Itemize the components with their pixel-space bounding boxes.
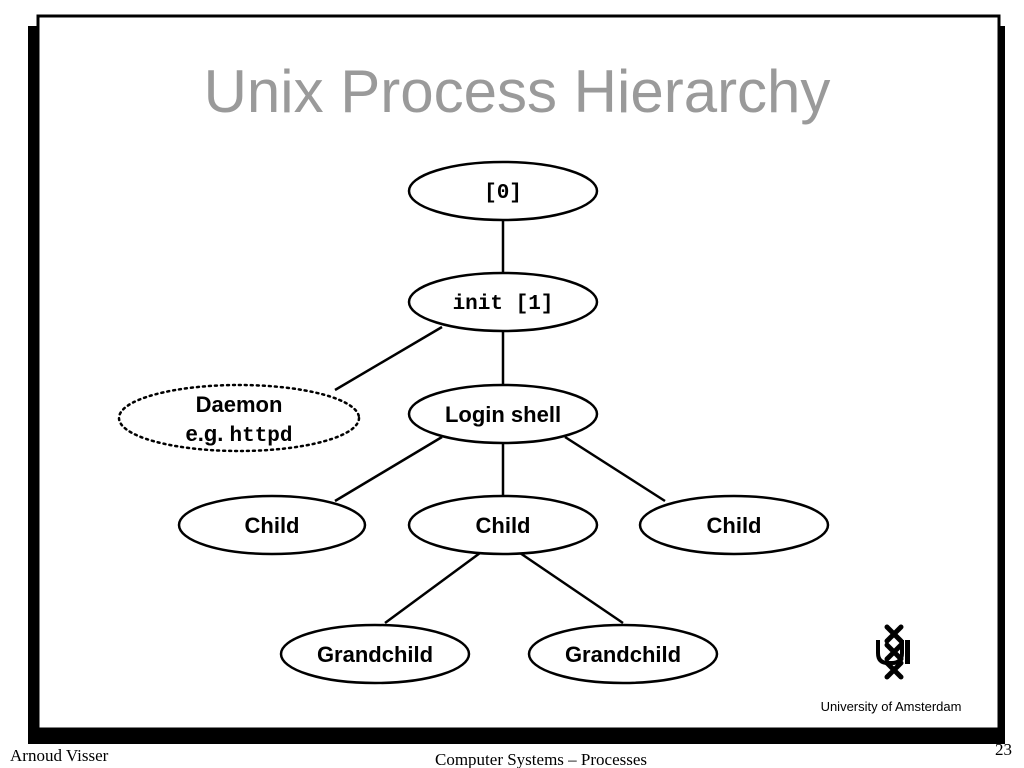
node-daemon-eg: e.g. — [185, 421, 229, 446]
edge-init-daemon — [334, 325, 443, 392]
university-name: University of Amsterdam — [821, 699, 962, 714]
node-daemon-example: e.g. httpd — [185, 421, 292, 448]
node-daemon: Daemon e.g. httpd — [117, 383, 361, 453]
node-init-ellipse — [407, 271, 599, 333]
node-daemon-ellipse — [117, 383, 361, 453]
university-logo: University of Amsterdam — [821, 624, 962, 714]
node-init-label: init [1] — [453, 293, 554, 316]
node-login-shell-label: Login shell — [445, 402, 561, 427]
node-child-right-ellipse — [638, 494, 830, 556]
footer-course: Computer Systems – Processes — [435, 750, 647, 768]
node-child-right: Child — [638, 494, 830, 556]
node-grandchild-right-ellipse — [527, 623, 719, 685]
node-init: init [1] — [407, 271, 599, 333]
tree-edges — [334, 220, 666, 625]
node-login-shell: Login shell — [407, 383, 599, 445]
node-proc0: [0] — [407, 160, 599, 222]
node-grandchild-right-label: Grandchild — [565, 642, 681, 667]
node-child-left-ellipse — [177, 494, 367, 556]
logo-i-bar-icon — [905, 640, 910, 664]
logo-crosses-icon — [884, 624, 904, 680]
node-proc0-ellipse — [407, 160, 599, 222]
footer-author: Arnoud Visser — [10, 746, 109, 765]
node-grandchild-left: Grandchild — [279, 623, 471, 685]
node-child-right-label: Child — [707, 513, 762, 538]
node-proc0-label: [0] — [484, 182, 522, 205]
node-child-middle: Child — [407, 494, 599, 556]
footer-page-number: 23 — [995, 740, 1012, 759]
edge-child-grandchild-right — [519, 551, 624, 625]
node-grandchild-left-ellipse — [279, 623, 471, 685]
node-login-shell-ellipse — [407, 383, 599, 445]
node-daemon-label: Daemon — [196, 392, 283, 417]
node-child-middle-ellipse — [407, 494, 599, 556]
slide-title: Unix Process Hierarchy — [204, 58, 831, 125]
node-grandchild-left-label: Grandchild — [317, 642, 433, 667]
slide-frame — [36, 14, 1001, 731]
node-grandchild-right: Grandchild — [527, 623, 719, 685]
edge-login-child-right — [564, 435, 666, 503]
edge-login-child-left — [334, 435, 443, 503]
node-child-left: Child — [177, 494, 367, 556]
node-daemon-command: httpd — [230, 425, 293, 448]
logo-u-shape-icon — [876, 640, 904, 665]
edge-child-grandchild-left — [384, 551, 481, 625]
node-child-middle-label: Child — [476, 513, 531, 538]
node-child-left-label: Child — [245, 513, 300, 538]
